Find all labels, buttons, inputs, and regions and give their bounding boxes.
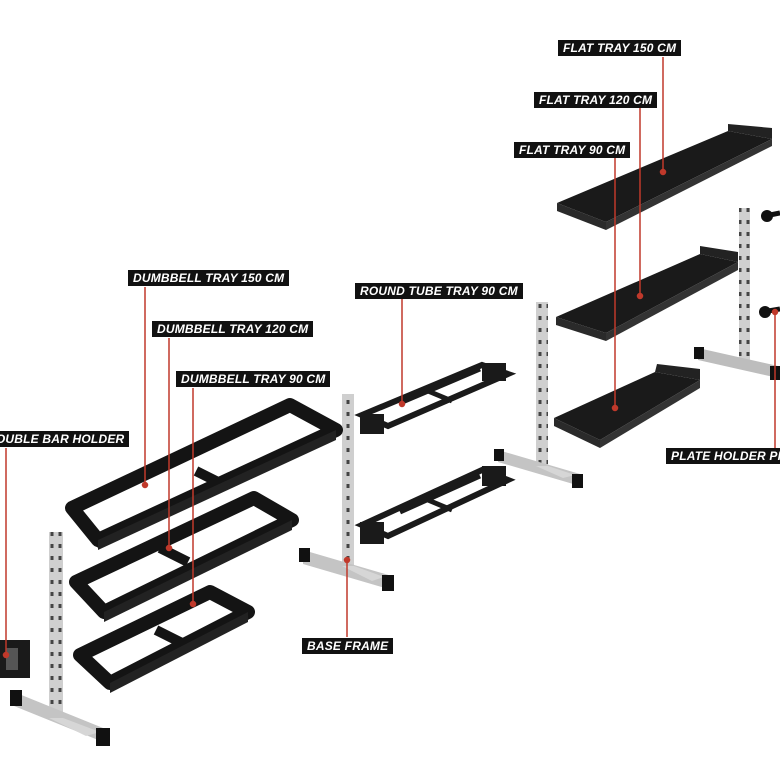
- dumbbell-tray-150-part: [65, 398, 343, 550]
- dumbbell-tray-120-part: [69, 491, 299, 622]
- label-double-bar-holder: DOUBLE BAR HOLDER: [0, 431, 130, 447]
- dumbbell-tray-90-part: [73, 585, 255, 693]
- flat-tray-150-part: [557, 124, 772, 230]
- double-bar-holder-part: [0, 640, 30, 678]
- flat-tray-90-part: [554, 364, 700, 448]
- label-flat-tray-90: FLAT TRAY 90 CM: [514, 142, 631, 158]
- label-dumbbell-tray-150: DUMBBELL TRAY 150 CM: [128, 270, 290, 286]
- label-flat-tray-150: FLAT TRAY 150 CM: [558, 40, 682, 56]
- label-plate-holder-pin: PLATE HOLDER PIN: [666, 448, 780, 464]
- flat-tray-120-part: [556, 246, 738, 341]
- label-dumbbell-tray-120: DUMBBELL TRAY 120 CM: [152, 321, 314, 337]
- round-tube-tray-lower-part: [354, 466, 516, 544]
- label-flat-tray-120: FLAT TRAY 120 CM: [534, 92, 658, 108]
- label-round-tube-tray-90: ROUND TUBE TRAY 90 CM: [355, 283, 523, 299]
- label-base-frame: BASE FRAME: [302, 638, 394, 654]
- right-upright-part: [694, 208, 780, 380]
- round-tube-tray-90-part: [354, 361, 517, 434]
- left-upright-part: [10, 532, 110, 746]
- middle-right-upright-part: [494, 302, 583, 488]
- leader-lines: [2, 57, 779, 659]
- label-dumbbell-tray-90: DUMBBELL TRAY 90 CM: [176, 371, 331, 387]
